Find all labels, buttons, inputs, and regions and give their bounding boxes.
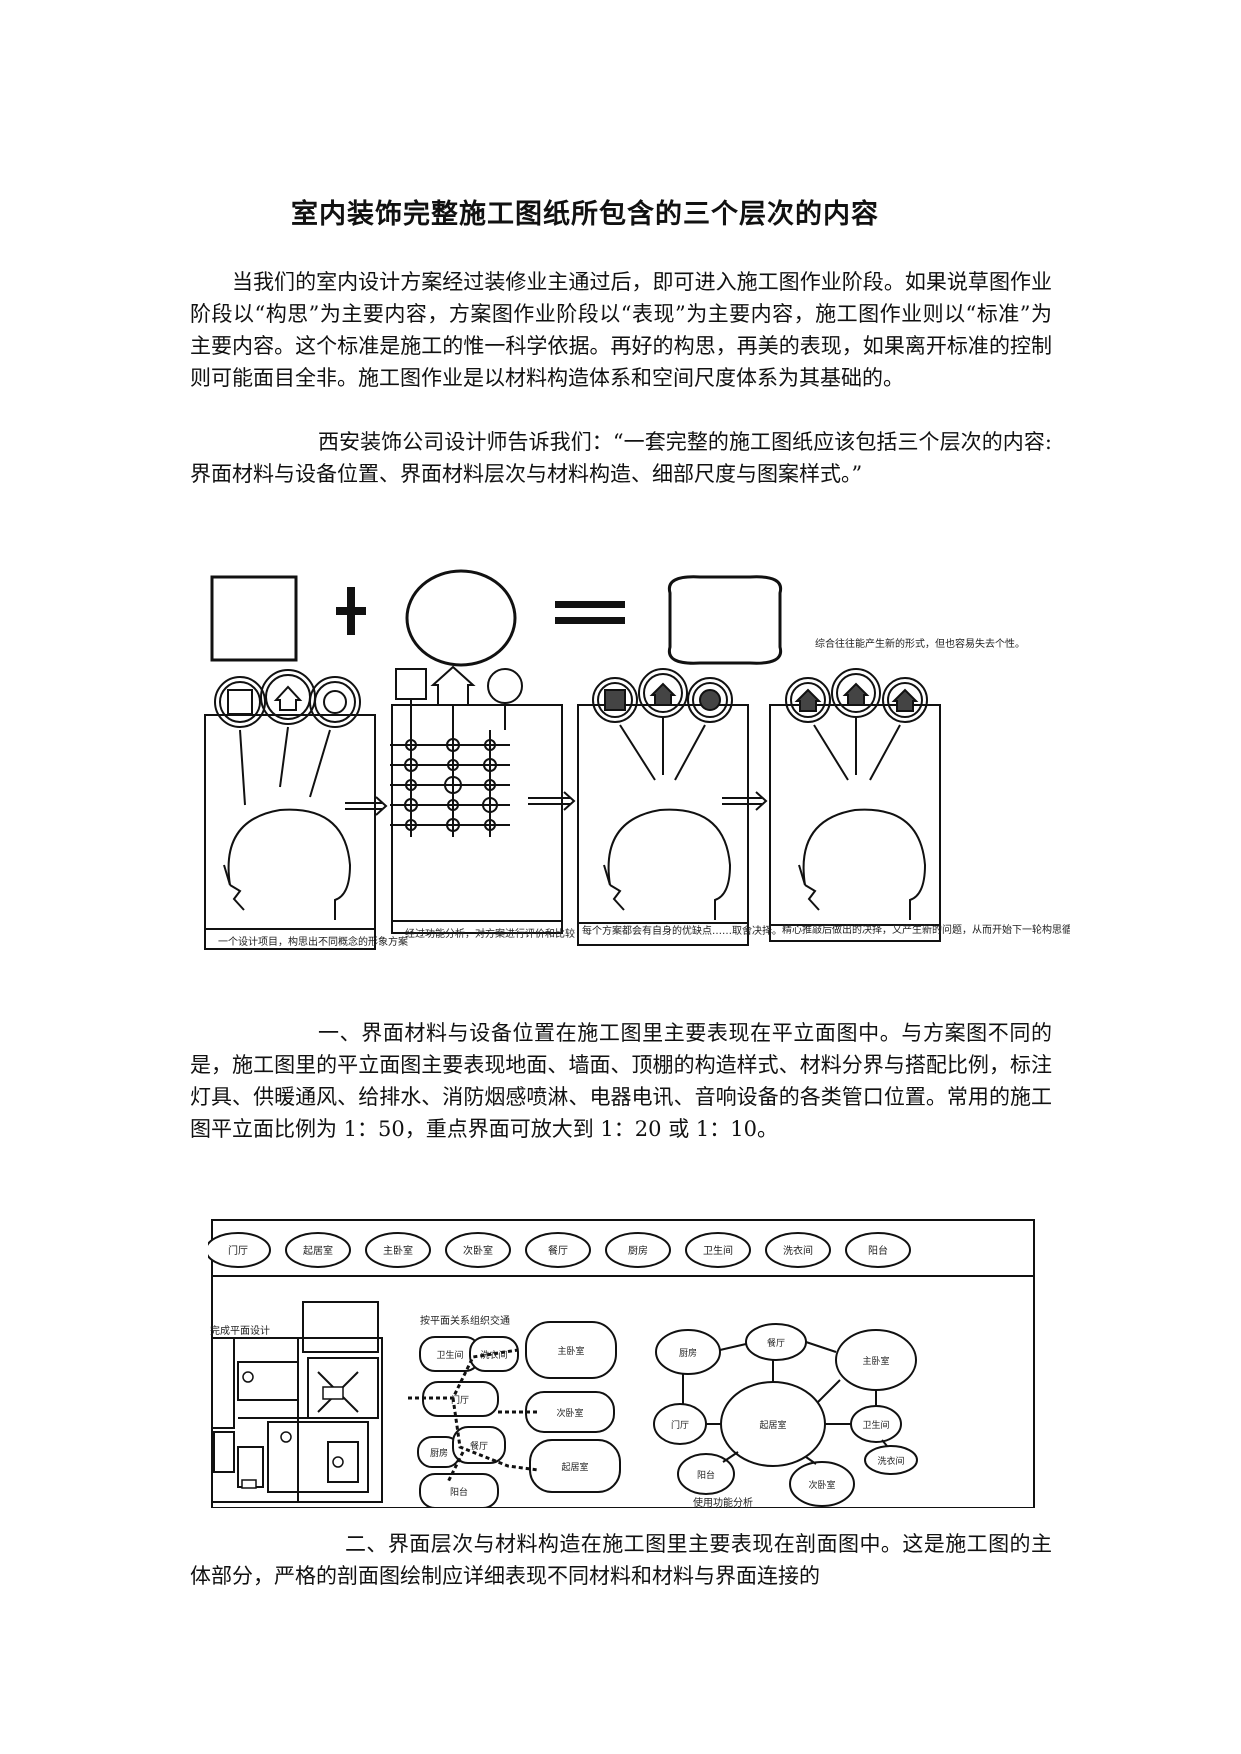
- flow-room-label: 洗衣间: [480, 1349, 507, 1361]
- room-row-bubble: [365, 1232, 431, 1268]
- figure1-caption-4: 精心推敲后做出的决择，又产生新的问题，从而开始下一轮构思循环。: [782, 923, 1070, 936]
- panel-1-drawing: [214, 669, 361, 920]
- plan-label: 完成平面设计: [210, 1324, 270, 1337]
- panel-4-drawing: [785, 668, 928, 920]
- paragraph-section-1: 一、界面材料与设备位置在施工图里主要表现在平立面图中。与方案图不同的是，施工图里…: [190, 1021, 1052, 1141]
- paragraph-intro: 当我们的室内设计方案经过装修业主通过后，即可进入施工图作业阶段。如果说草图作业阶…: [190, 270, 1052, 390]
- bubble-room-label: 门厅: [671, 1419, 689, 1431]
- bubble-room-label: 餐厅: [767, 1337, 785, 1349]
- bubble-arrows: [682, 1341, 888, 1465]
- bubble-room-label: 次卧室: [808, 1479, 835, 1491]
- room-row-bubble: [765, 1232, 831, 1268]
- circle-shape: [405, 569, 517, 667]
- flow-room-label: 卫生间: [436, 1349, 463, 1361]
- flow-room-label: 阳台: [450, 1486, 468, 1498]
- bubble-room-label: 主卧室: [862, 1355, 889, 1367]
- bubble-diagram: [653, 1323, 918, 1507]
- room-row-label: 餐厅: [548, 1244, 568, 1257]
- bubble-room-label: 洗衣间: [877, 1455, 904, 1467]
- room-row-bubble: [685, 1232, 751, 1268]
- bubble-room-label: 阳台: [697, 1469, 715, 1481]
- flow-room-label: 主卧室: [557, 1345, 584, 1357]
- room-row-label: 洗衣间: [783, 1244, 813, 1257]
- room-row-bubble: [525, 1232, 591, 1268]
- panel-2: [391, 704, 563, 934]
- flow-room-label: 起居室: [561, 1461, 588, 1473]
- flow-room-label: 次卧室: [556, 1407, 583, 1419]
- figure1-caption-1: 一个设计项目，构思出不同概念的形象方案: [218, 935, 408, 948]
- panel-3-drawing: [592, 668, 733, 920]
- room-row-bubble: [445, 1232, 511, 1268]
- room-row-bubble: [845, 1232, 911, 1268]
- design-process-figure: 综合往往能产生新的形式，但也容易失去个性。 一个设计项目，构思出不同概念的形象方…: [204, 569, 1070, 950]
- paragraph-section-2: 二、界面层次与材料构造在施工图里主要表现在剖面图中。这是施工图的主体部分，严格的…: [190, 1532, 1052, 1588]
- figure1-top-note: 综合往往能产生新的形式，但也容易失去个性。: [815, 637, 1025, 650]
- rounded-square-shape: [667, 575, 783, 665]
- figure1-caption-3: 每个方案都会有自身的优缺点……取舍决择。: [582, 924, 782, 937]
- room-row-bubble: [285, 1232, 351, 1268]
- room-row-bubble: [208, 1232, 271, 1268]
- bubble-room-label: 厨房: [679, 1347, 697, 1359]
- room-row: 门厅 起居室 主卧室 次卧室 餐厅 厨房 卫生间 洗衣间 阳台: [208, 1232, 911, 1268]
- space-planning-figure: 门厅起居室主卧室次卧室餐厅厨房卫生间洗衣间阳台 完成平面设计 按平面关系组织交通: [208, 1219, 1035, 1508]
- floor-plan-details: [241, 1371, 344, 1489]
- flow-room-label: 门厅: [451, 1394, 469, 1406]
- figure1-caption-2: 经过功能分析，对方案进行评价和比较: [405, 927, 575, 940]
- room-row-label: 次卧室: [463, 1244, 493, 1257]
- bubble-label: 使用功能分析: [693, 1496, 753, 1508]
- room-row-label: 门厅: [228, 1244, 248, 1257]
- bubble-room-label: 起居室: [759, 1419, 786, 1431]
- paragraph-quote: 西安装饰公司设计师告诉我们：“一套完整的施工图纸应该包括三个层次的内容: 界面材…: [190, 430, 1052, 486]
- flow-diagram: [417, 1321, 621, 1508]
- room-row-label: 主卧室: [383, 1244, 413, 1257]
- room-row-label: 卫生间: [703, 1244, 733, 1257]
- room-row-label: 阳台: [868, 1244, 888, 1257]
- square-shape: [210, 575, 298, 662]
- room-row-bubble: [605, 1232, 671, 1268]
- room-row-label: 起居室: [303, 1244, 333, 1257]
- room-row-label: 厨房: [628, 1244, 648, 1257]
- panel-1: [204, 714, 376, 950]
- floor-plan-drawing: [211, 1301, 383, 1503]
- flow-label: 按平面关系组织交通: [420, 1314, 510, 1327]
- flow-room-label: 厨房: [430, 1447, 448, 1459]
- document-title: 室内装饰完整施工图纸所包含的三个层次的内容: [291, 199, 879, 230]
- panel-2-drawing: [390, 665, 523, 837]
- flow-room-label: 餐厅: [470, 1440, 488, 1452]
- bubble-room-label: 卫生间: [862, 1419, 889, 1431]
